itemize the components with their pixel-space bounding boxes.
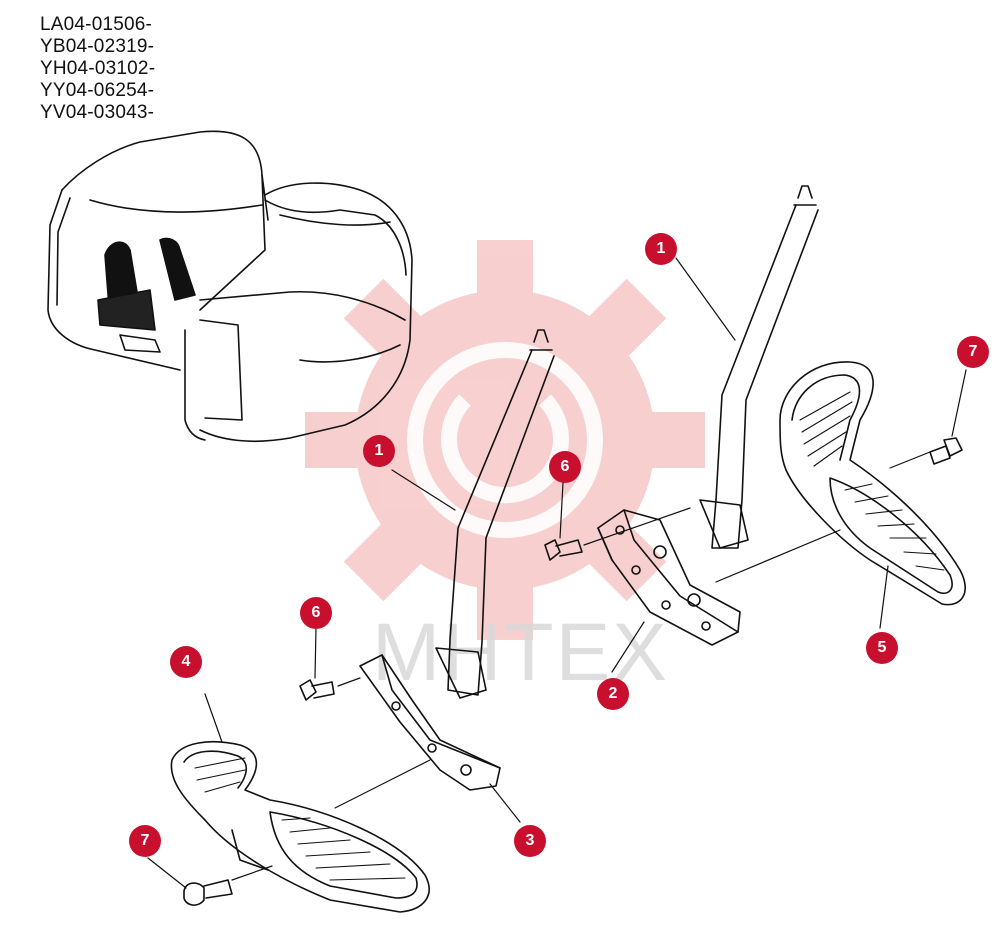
bracket-left [359,654,501,791]
serial-number: YH04-03102- [40,58,156,79]
callout-part-4[interactable]: 4 [170,646,202,678]
callout-part-6-left[interactable]: 6 [300,597,332,629]
serial-number: YY04-06254- [40,80,155,101]
callout-part-7-left[interactable]: 7 [129,825,161,857]
pedal-left [170,740,430,913]
callout-part-3[interactable]: 3 [514,825,546,857]
serial-number: YV04-03043- [40,102,155,123]
serial-number: LA04-01506- [40,14,153,35]
serial-number-list: LA04-01506- YB04-02319- YH04-03102- YY04… [40,14,155,124]
pedal-right [779,361,966,606]
bolt-6-right-icon [544,539,583,561]
callout-part-1-right[interactable]: 1 [645,233,677,265]
lever-rod-left [435,329,555,699]
callout-part-1-left[interactable]: 1 [363,435,395,467]
machine-seat-illustration [47,130,413,443]
bracket-right [597,509,741,646]
serial-number: YB04-02319- [40,36,155,57]
bolt-7-left-icon [183,879,233,906]
callout-part-2[interactable]: 2 [597,678,629,710]
callout-part-5[interactable]: 5 [866,632,898,664]
leader-lines [147,257,967,889]
callout-part-7-right[interactable]: 7 [957,336,989,368]
bolt-6-left-icon [299,679,335,701]
lever-rod-right [699,185,819,549]
callout-part-6-right[interactable]: 6 [549,451,581,483]
bolt-7-right-icon [929,437,963,465]
